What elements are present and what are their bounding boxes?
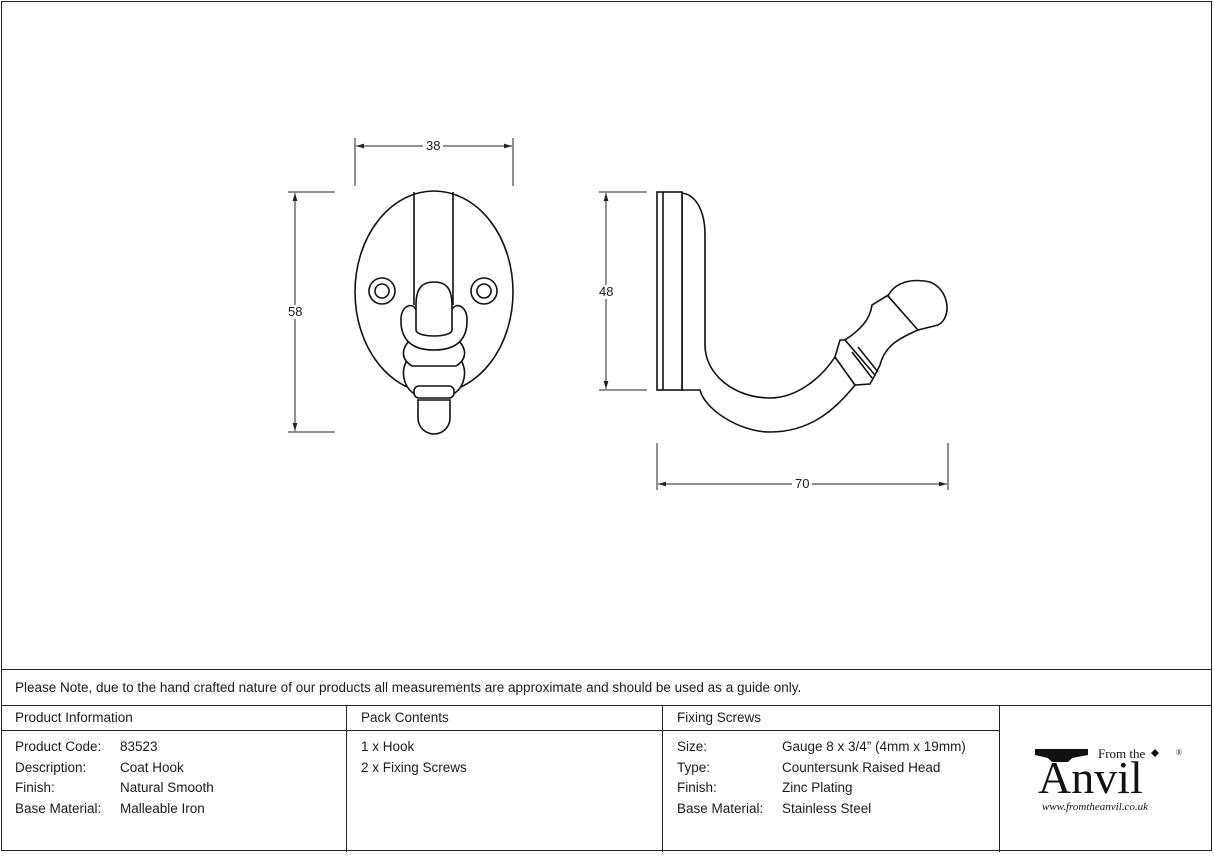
product-info-row: Description: Coat Hook xyxy=(15,760,347,781)
dimension-label-height-side: 48 xyxy=(596,285,617,299)
row-label: Finish: xyxy=(677,780,717,796)
fixing-screws-row: Finish: Zinc Plating xyxy=(677,780,1000,801)
row-label: Base Material: xyxy=(677,801,764,817)
fixing-screws-row: Base Material: Stainless Steel xyxy=(677,801,1000,822)
row-label: Product Code: xyxy=(15,739,102,754)
hook-side-view xyxy=(656,191,948,433)
column-divider xyxy=(662,706,663,852)
row-value: Zinc Plating xyxy=(782,780,853,796)
row-value: 83523 xyxy=(120,739,158,754)
row-value: Malleable Iron xyxy=(120,801,205,817)
anvil-logo-mark: From the ® Anvil www.fromtheanvil.co.uk xyxy=(1035,746,1182,813)
pack-contents-item: 2 x Fixing Screws xyxy=(361,759,467,775)
dimension-label-depth-side: 70 xyxy=(792,477,813,491)
row-value: Gauge 8 x 3/4” (4mm x 19mm) xyxy=(782,739,966,754)
fixing-screws-row: Type: Countersunk Raised Head xyxy=(677,760,1000,781)
hook-front-view xyxy=(354,190,514,435)
row-value: Coat Hook xyxy=(120,759,184,775)
product-info-row: Product Code: 83523 xyxy=(15,739,347,760)
product-info-row: Finish: Natural Smooth xyxy=(15,780,347,801)
row-label: Type: xyxy=(677,759,711,775)
dimension-label-width-front: 38 xyxy=(423,139,444,153)
disclaimer-row: Please Note, due to the hand crafted nat… xyxy=(1,669,1212,706)
column-divider xyxy=(346,706,347,852)
fixing-screws-row: Size: Gauge 8 x 3/4” (4mm x 19mm) xyxy=(677,739,1000,760)
product-info-row: Base Material: Malleable Iron xyxy=(15,801,347,822)
logo-url: www.fromtheanvil.co.uk xyxy=(1042,801,1149,813)
row-value: Stainless Steel xyxy=(782,801,872,817)
row-label: Size: xyxy=(677,739,708,754)
logo-from-the: From the xyxy=(1098,746,1146,761)
fixing-screws-panel: Fixing Screws Size: Gauge 8 x 3/4” (4mm x… xyxy=(663,706,1000,852)
disclaimer-text: Please Note, due to the hand crafted nat… xyxy=(15,680,802,695)
product-info-heading: Product Information xyxy=(1,706,347,731)
from-the-anvil-logo: From the ® Anvil www.fromtheanvil.co.uk xyxy=(1000,706,1212,852)
pack-contents-item: 1 x Hook xyxy=(361,739,415,754)
pack-contents-panel: Pack Contents 1 x Hook 2 x Fixing Screws xyxy=(347,706,663,852)
fixing-screws-heading: Fixing Screws xyxy=(663,706,1000,731)
row-label: Base Material: xyxy=(15,801,102,817)
row-value: Countersunk Raised Head xyxy=(782,759,941,775)
row-label: Finish: xyxy=(15,780,55,796)
product-info-panel: Product Information Product Code: 83523 D… xyxy=(1,706,347,852)
row-value: Natural Smooth xyxy=(120,780,214,796)
column-divider xyxy=(999,706,1000,852)
pack-contents-heading: Pack Contents xyxy=(347,706,663,731)
row-label: Description: xyxy=(15,759,87,775)
logo-registered: ® xyxy=(1176,748,1182,757)
logo-brand: Anvil xyxy=(1038,752,1143,803)
technical-drawing xyxy=(288,138,949,490)
dimension-label-height-front: 58 xyxy=(285,305,306,319)
